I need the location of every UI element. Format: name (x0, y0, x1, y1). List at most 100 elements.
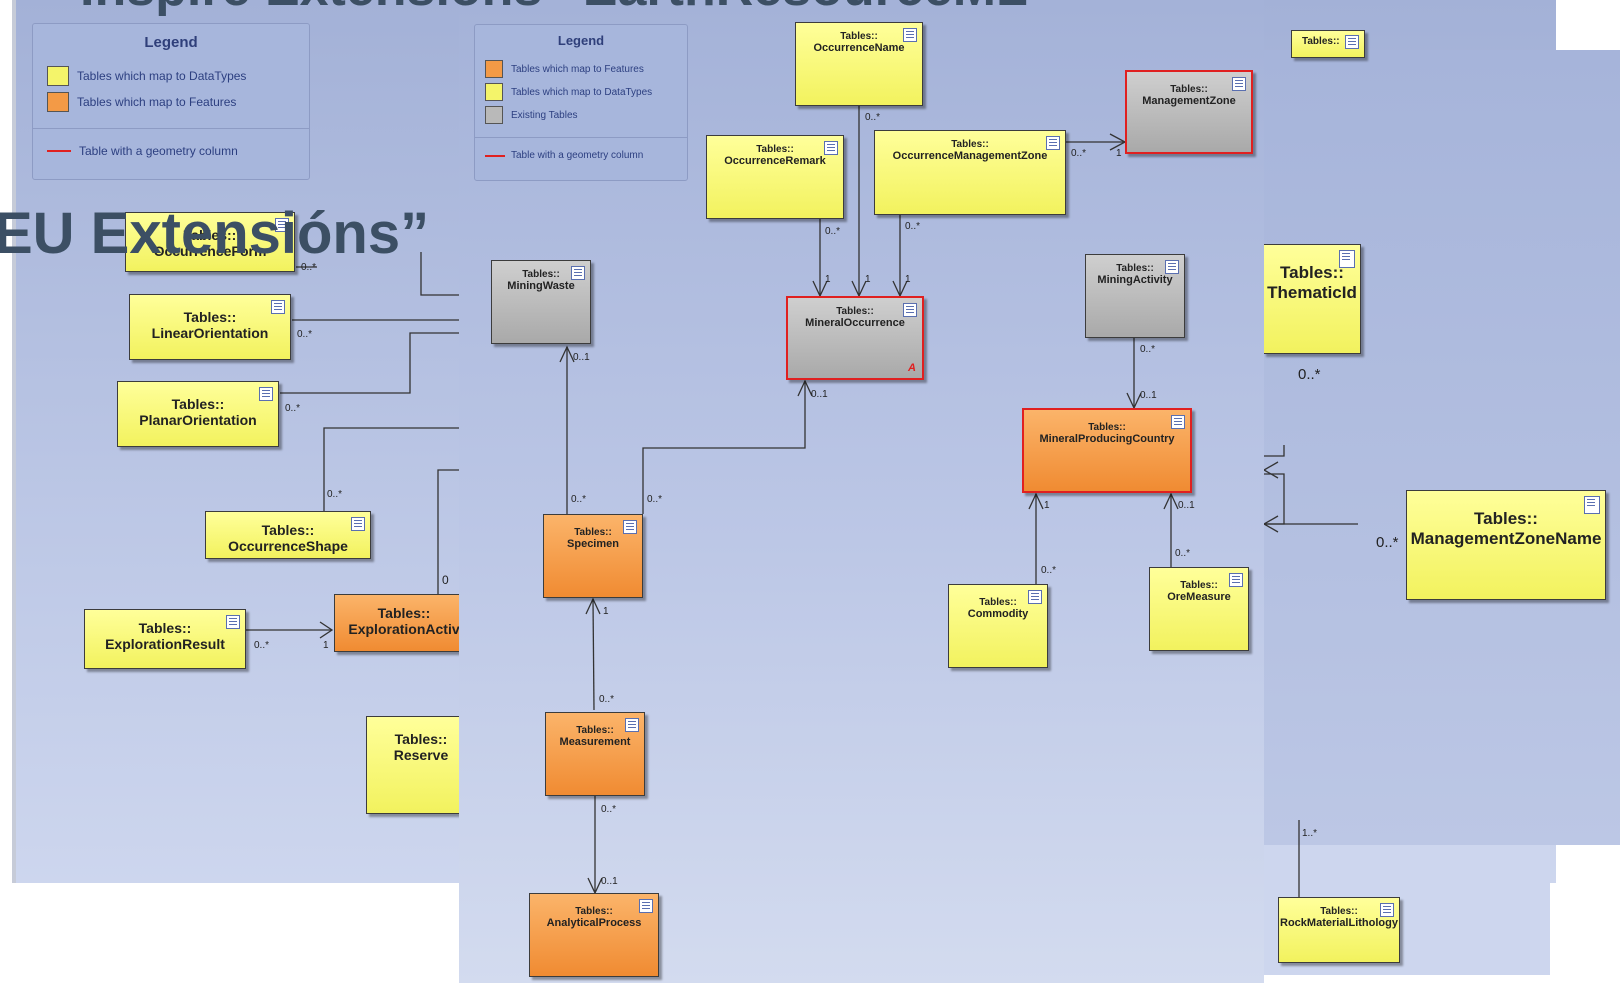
multiplicity-label: 0..* (1298, 366, 1321, 383)
multiplicity-label: 0..* (571, 494, 587, 505)
table-rock-material-lithology[interactable]: Tables:: RockMaterialLithology (1278, 897, 1400, 963)
legend-item-feature: Tables which map to Features (47, 92, 236, 112)
multiplicity-label: 1..* (1302, 828, 1318, 839)
table-icon (1046, 136, 1060, 150)
legend-title: Legend (557, 33, 605, 48)
table-name: ThematicId (1267, 283, 1357, 302)
table-prefix: Tables:: (1302, 36, 1340, 47)
table-prefix: Tables:: (183, 227, 237, 243)
legend-swatch-yellow (485, 83, 503, 101)
table-thematic-id[interactable]: Tables:: ThematicId (1264, 244, 1361, 354)
legend-swatch-yellow (47, 66, 69, 86)
legend-item-datatype: Tables which map to DataTypes (47, 66, 246, 86)
connector (642, 381, 806, 514)
table-occurrence-name[interactable]: Tables:: OccurrenceName (795, 22, 923, 106)
table-linear-orientation[interactable]: Tables:: LinearOrientation (129, 294, 291, 360)
table-management-zone-name[interactable]: Tables:: ManagementZoneName (1406, 490, 1606, 600)
table-exploration-activity[interactable]: Tables:: ExplorationActiv (334, 594, 474, 652)
table-name: ExplorationActiv (348, 621, 460, 637)
table-management-zone[interactable]: Tables:: ManagementZone (1125, 70, 1253, 154)
multiplicity-label: 0..* (1376, 534, 1399, 551)
table-name: PlanarOrientation (139, 412, 257, 428)
table-icon (1345, 35, 1359, 49)
diagram-panel-right: Tables:: ThematicId Tables:: ManagementZ… (1264, 50, 1620, 845)
table-analytical-process[interactable]: Tables:: AnalyticalProcess (529, 893, 659, 977)
table-icon (824, 141, 838, 155)
table-ore-measure[interactable]: Tables:: OreMeasure (1149, 567, 1249, 651)
table-occurrence-management-zone[interactable]: Tables:: OccurrenceManagementZone (874, 130, 1066, 215)
table-name: OccurrenceName (813, 42, 905, 54)
table-mining-activity[interactable]: Tables:: MiningActivity (1085, 254, 1185, 338)
table-icon (1380, 903, 1394, 917)
multiplicity-label: 0..* (327, 489, 343, 500)
table-name: MiningActivity (1097, 274, 1173, 286)
table-icon (351, 517, 365, 531)
table-name: ExplorationResult (105, 636, 225, 652)
table-icon (903, 303, 917, 317)
table-icon (1232, 77, 1246, 91)
multiplicity-label: 0..1 (811, 389, 828, 400)
multiplicity-label: 0..1 (1178, 500, 1195, 511)
multiplicity-label: 1 (323, 640, 329, 651)
table-measurement[interactable]: Tables:: Measurement (545, 712, 645, 796)
multiplicity-label: 1 (1044, 500, 1050, 511)
table-icon (226, 615, 240, 629)
table-icon (1028, 590, 1042, 604)
multiplicity-label: 0..* (285, 403, 301, 414)
arrow-head (319, 621, 334, 639)
multiplicity-label: 0..* (825, 226, 841, 237)
table-occurrence-remark[interactable]: Tables:: OccurrenceRemark (706, 135, 844, 219)
multiplicity-label: 1 (865, 274, 871, 285)
table-reserve[interactable]: Tables:: Reserve (366, 716, 476, 814)
connector (1264, 445, 1285, 457)
connector (437, 469, 466, 595)
multiplicity-label: 0..* (297, 329, 313, 340)
legend-divider (33, 128, 309, 129)
table-occurrence-form[interactable]: Tables:: OccurrenceForm (125, 212, 295, 272)
table-icon (1165, 260, 1179, 274)
table-mineral-occurrence[interactable]: Tables:: MineralOccurrence A (786, 296, 924, 380)
multiplicity-label: 0..* (601, 804, 617, 815)
table-exploration-result[interactable]: Tables:: ExplorationResult (84, 609, 246, 669)
table-prefix: Tables:: (183, 309, 237, 325)
connector (323, 427, 466, 512)
table-name: RockMaterialLithology (1280, 917, 1398, 929)
table-icon (639, 899, 653, 913)
table-name: LinearOrientation (151, 325, 269, 341)
multiplicity-label: 1 (825, 274, 831, 285)
multiplicity-label: 1 (905, 274, 911, 285)
multiplicity-label: 0..1 (573, 352, 590, 363)
arrow-head (1028, 492, 1044, 510)
table-prefix: Tables:: (979, 597, 1017, 608)
table-prefix: Tables:: (138, 620, 192, 636)
table-top-right-stub[interactable]: Tables:: (1291, 30, 1365, 58)
table-commodity[interactable]: Tables:: Commodity (948, 584, 1048, 668)
multiplicity-label: 0..* (865, 112, 881, 123)
table-icon (625, 718, 639, 732)
legend-item-label: Tables which map to Features (511, 63, 644, 75)
table-planar-orientation[interactable]: Tables:: PlanarOrientation (117, 381, 279, 447)
table-occurrence-shape[interactable]: Tables:: OccurrenceShape (205, 511, 371, 559)
table-prefix: Tables:: (576, 725, 614, 736)
table-specimen[interactable]: Tables:: Specimen (543, 514, 643, 598)
legend-swatch-grey (485, 106, 503, 124)
table-name: MineralProducingCountry (1039, 433, 1175, 445)
multiplicity-label: 0..* (254, 640, 270, 651)
legend-item-label: Table with a geometry column (511, 150, 644, 161)
table-prefix: Tables:: (1320, 906, 1358, 917)
arrow-head (585, 597, 601, 615)
connector (1264, 473, 1285, 525)
multiplicity-label: 0 (442, 573, 449, 587)
connector-layer-right (1264, 445, 1358, 845)
legend-item-geometry: Table with a geometry column (47, 144, 238, 158)
table-mining-waste[interactable]: Tables:: MiningWaste (491, 260, 591, 344)
table-prefix: Tables:: (171, 396, 225, 412)
table-name: MiningWaste (507, 280, 575, 292)
multiplicity-label: 0..* (1175, 548, 1191, 559)
table-prefix: Tables:: (575, 906, 613, 917)
arrow-head (797, 379, 813, 397)
multiplicity-label: 0..* (1041, 565, 1057, 576)
legend-swatch-orange (47, 92, 69, 112)
table-mineral-producing-country[interactable]: Tables:: MineralProducingCountry (1022, 408, 1192, 493)
table-icon (571, 266, 585, 280)
